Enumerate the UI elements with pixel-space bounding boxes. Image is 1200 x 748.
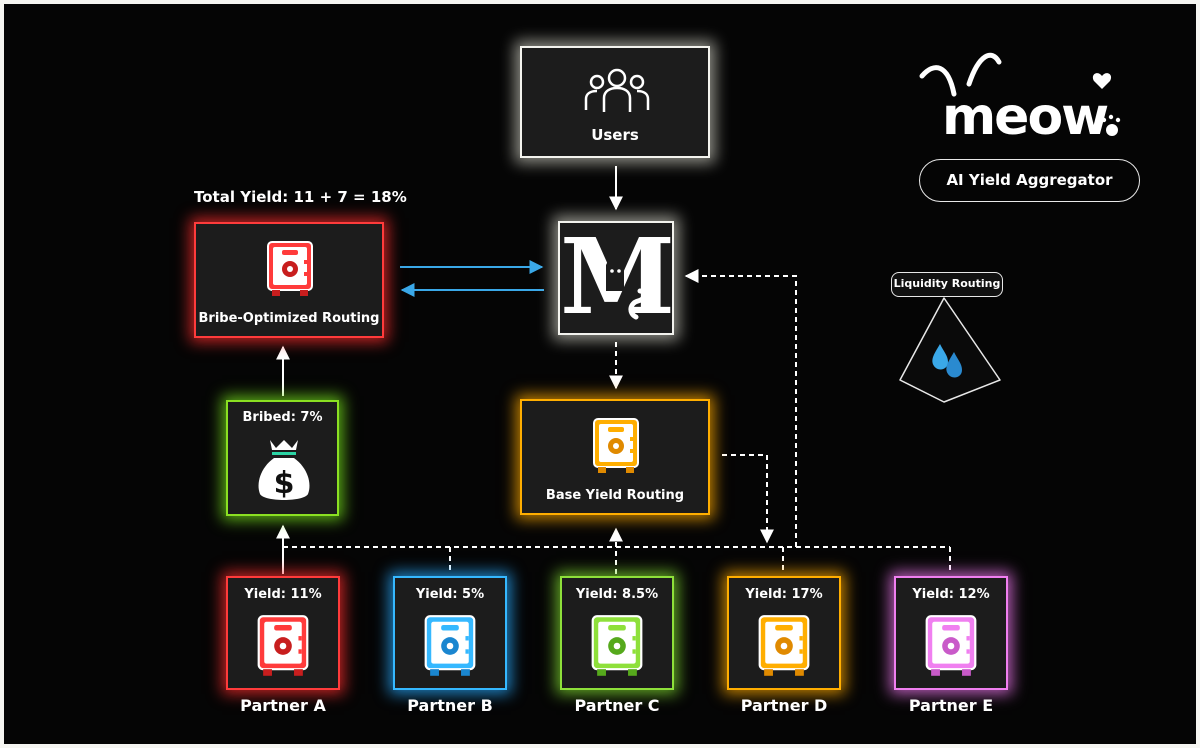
base-routing-node: Base Yield Routing [520,399,710,515]
users-label: Users [591,126,639,144]
tagline-text: AI Yield Aggregator [946,171,1113,189]
partner-yield: Yield: 17% [745,587,823,602]
partner-name: Partner E [908,696,994,715]
users-icon [584,68,650,112]
arrow-base-to-bus [722,454,774,544]
liquidity-routing-text: Liquidity Routing [893,277,1001,290]
partner-card: Yield: 17% [727,576,841,690]
partner-card: Yield: 12% [894,576,1008,690]
liquidity-routing-badge: Liquidity Routing [891,272,1003,297]
partner-card: Yield: 5% [393,576,507,690]
tagline-pill: AI Yield Aggregator [919,159,1140,202]
vault-icon [591,615,643,676]
vault-icon [758,615,810,676]
bribed-label: Bribed: 7% [242,410,323,425]
connector-layer [276,166,951,574]
bribe-routing-node: Bribe-Optimized Routing [194,222,384,338]
router-node: M [558,217,675,337]
arrow-bus-to-router [684,269,797,547]
partner-yield: Yield: 12% [912,587,990,602]
diagram-canvas: meow AI Yield Aggregator Users M [4,4,1196,744]
total-yield-text: Total Yield: 11 + 7 = 18% [194,188,407,206]
bribed-node: Bribed: 7% $ [226,400,339,516]
partner-yield: Yield: 5% [415,587,485,602]
partner-name: Partner A [240,696,326,715]
vault-icon [257,615,309,676]
partner-card: Yield: 8.5% [560,576,674,690]
vault-icon [267,241,313,296]
partner-name: Partner B [407,696,493,715]
users-node: Users [520,46,710,158]
partner-name: Partner D [740,696,828,715]
money-bag-icon: $ [258,440,310,501]
base-routing-label: Base Yield Routing [545,488,685,503]
cat-icon [606,257,647,320]
partner-yield: Yield: 11% [244,587,322,602]
vault-icon [925,615,977,676]
vault-icon [424,615,476,676]
partner-yield: Yield: 8.5% [575,587,659,602]
partner-name: Partner C [574,696,660,715]
bribe-routing-label: Bribe-Optimized Routing [198,311,380,326]
vault-icon [593,418,639,473]
svg-text:$: $ [274,466,295,501]
partner-card: Yield: 11% [226,576,340,690]
